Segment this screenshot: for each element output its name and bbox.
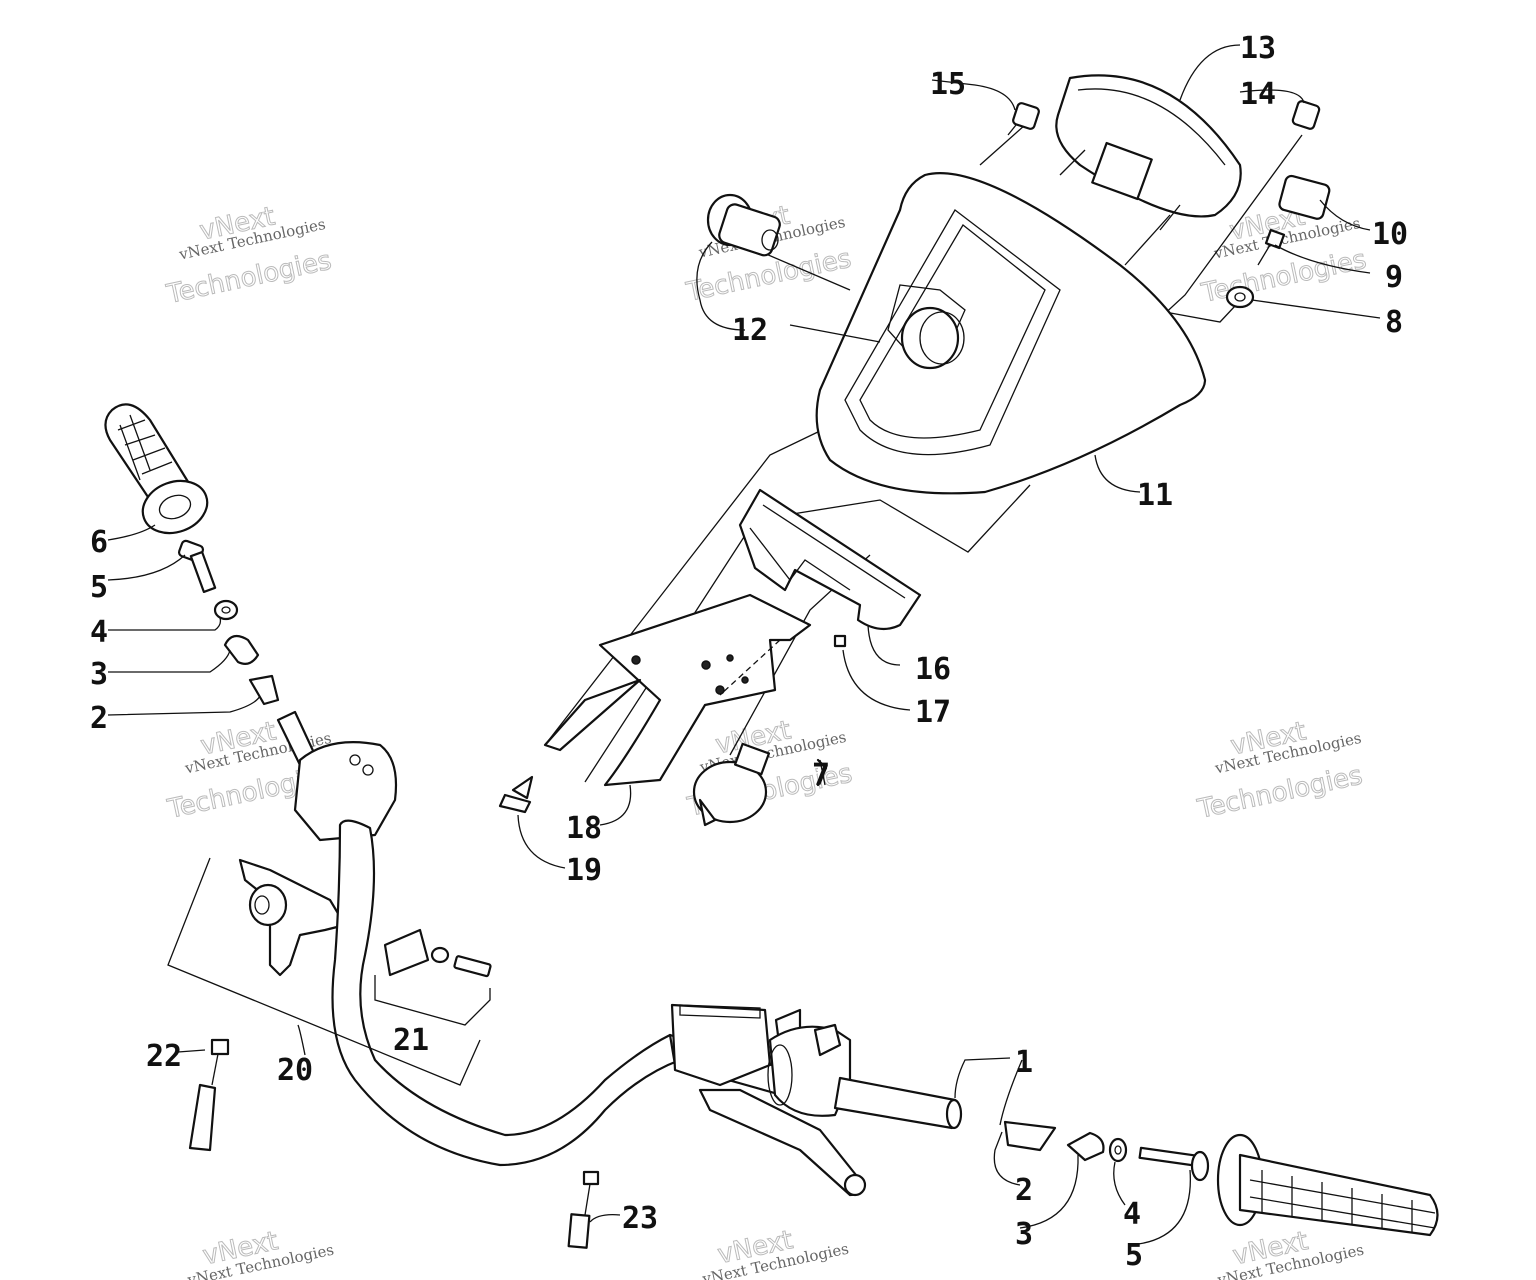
part-10-switch-knob bbox=[1278, 174, 1331, 220]
callout-22: 22 bbox=[146, 1039, 182, 1074]
part-4-left-washer bbox=[213, 599, 239, 621]
part-13-speedometer bbox=[1055, 74, 1242, 231]
part-14-indicator-bulb bbox=[1291, 100, 1321, 130]
watermark-group: vNext vNext Technologies Technologies bbox=[1194, 716, 1366, 826]
part-23-brake-switch bbox=[567, 1170, 600, 1249]
right-switch-housing bbox=[767, 1023, 852, 1117]
callout-1: 1 bbox=[1015, 1045, 1033, 1080]
watermark-group: vNext vNext Technologies bbox=[185, 1226, 335, 1280]
part-7-ignition-switch bbox=[692, 742, 828, 827]
watermark-group: vNext vNext Technologies bbox=[1215, 1226, 1365, 1280]
callout-23: 23 bbox=[622, 1201, 658, 1236]
callout-18: 18 bbox=[566, 811, 602, 846]
callout-13: 13 bbox=[1240, 31, 1276, 66]
part-15-indicator-bulb bbox=[1007, 102, 1040, 136]
callout-17: 17 bbox=[915, 695, 951, 730]
part-19-push-rivet bbox=[498, 775, 534, 814]
part-4-right-washer bbox=[1108, 1137, 1128, 1163]
part-17-small-clip bbox=[833, 634, 847, 648]
bracket-lines bbox=[167, 857, 481, 1086]
watermark-group: vNext vNext Technologies bbox=[700, 1225, 850, 1280]
callout-9: 9 bbox=[1385, 260, 1403, 295]
part-5-left-bolt bbox=[177, 539, 217, 594]
part-3-right-bar-end bbox=[1066, 1131, 1105, 1162]
callout-labels: 1 2 2 3 3 4 4 5 5 6 7 8 9 10 11 12 13 14… bbox=[90, 31, 1408, 1273]
callout-14: 14 bbox=[1240, 77, 1276, 112]
callout-5-left: 5 bbox=[90, 570, 108, 605]
callout-4-left: 4 bbox=[90, 615, 108, 650]
part-21-bar-clamp bbox=[383, 928, 492, 978]
part-16-lens-frame bbox=[738, 488, 922, 631]
callout-21: 21 bbox=[393, 1023, 429, 1058]
callout-4-right: 4 bbox=[1123, 1197, 1141, 1232]
part-11-handlebar-pod bbox=[815, 172, 1207, 495]
callout-11: 11 bbox=[1137, 478, 1173, 513]
callout-6: 6 bbox=[90, 525, 108, 560]
callout-12: 12 bbox=[732, 313, 768, 348]
callout-20: 20 bbox=[277, 1053, 313, 1088]
part-8-grommet bbox=[1225, 285, 1255, 309]
callout-15: 15 bbox=[930, 67, 966, 102]
part-3-left-bar-end bbox=[223, 634, 260, 665]
part-2-left-insert bbox=[248, 674, 280, 706]
callout-2-left: 2 bbox=[90, 701, 108, 736]
callout-19: 19 bbox=[566, 853, 602, 888]
callout-2-right: 2 bbox=[1015, 1173, 1033, 1208]
callout-10: 10 bbox=[1372, 217, 1408, 252]
callout-3-right: 3 bbox=[1015, 1217, 1033, 1252]
throttle-lever-assembly bbox=[238, 858, 347, 977]
callout-3-left: 3 bbox=[90, 657, 108, 692]
part-1-throttle-sleeve bbox=[833, 1076, 963, 1130]
callout-7: 7 bbox=[812, 758, 830, 793]
part-12-headlight-switch bbox=[706, 193, 781, 257]
left-control-housing bbox=[276, 710, 398, 842]
part-9-wire-connector bbox=[1257, 228, 1286, 266]
part-5-right-bolt bbox=[1138, 1146, 1210, 1182]
part-18-mount-bracket bbox=[543, 593, 812, 787]
watermark-group: vNext vNext Technologies Technologies bbox=[163, 201, 335, 311]
callout-16: 16 bbox=[915, 652, 951, 687]
right-grip bbox=[1216, 1133, 1439, 1237]
part-2-right-insert bbox=[1003, 1120, 1057, 1152]
callout-leaders bbox=[107, 44, 1381, 1246]
part-6-left-grip bbox=[104, 403, 209, 535]
callout-5-right: 5 bbox=[1125, 1238, 1143, 1273]
callout-8: 8 bbox=[1385, 305, 1403, 340]
part-22-brake-switch bbox=[188, 1038, 230, 1152]
